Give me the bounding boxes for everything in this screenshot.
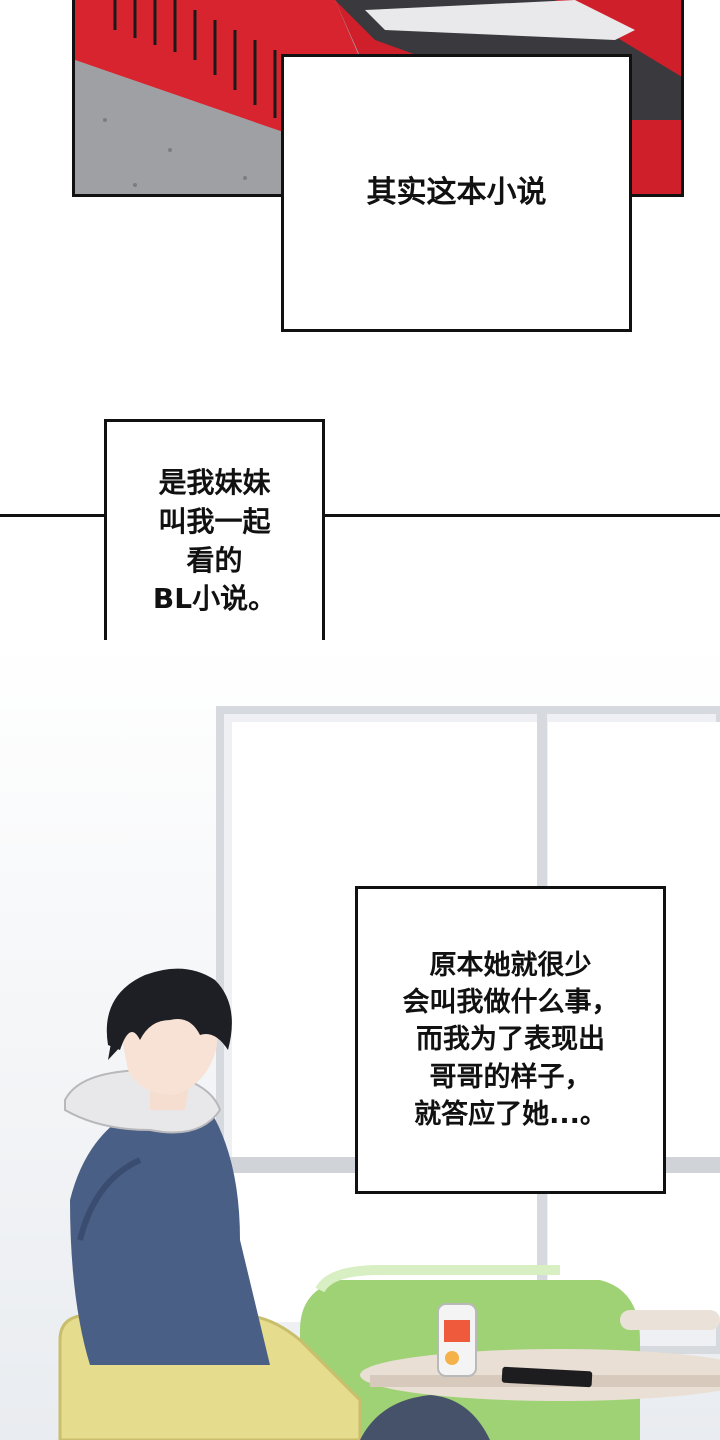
caption-text-3: 原本她就很少 会叫我做什么事， 而我为了表现出 哥哥的样子， 就答应了她...。 (402, 949, 619, 1130)
caption-text-1: 其实这本小说 (366, 175, 547, 211)
caption-box-3: 原本她就很少 会叫我做什么事， 而我为了表现出 哥哥的样子， 就答应了她...。 (355, 886, 666, 1194)
divider-line (0, 514, 720, 517)
caption-text-2: 是我妹妹 叫我一起 看的 BL小说。 (152, 466, 277, 616)
caption-box-1: 其实这本小说 (281, 54, 632, 332)
caption-box-2: 是我妹妹 叫我一起 看的 BL小说。 (104, 419, 325, 664)
